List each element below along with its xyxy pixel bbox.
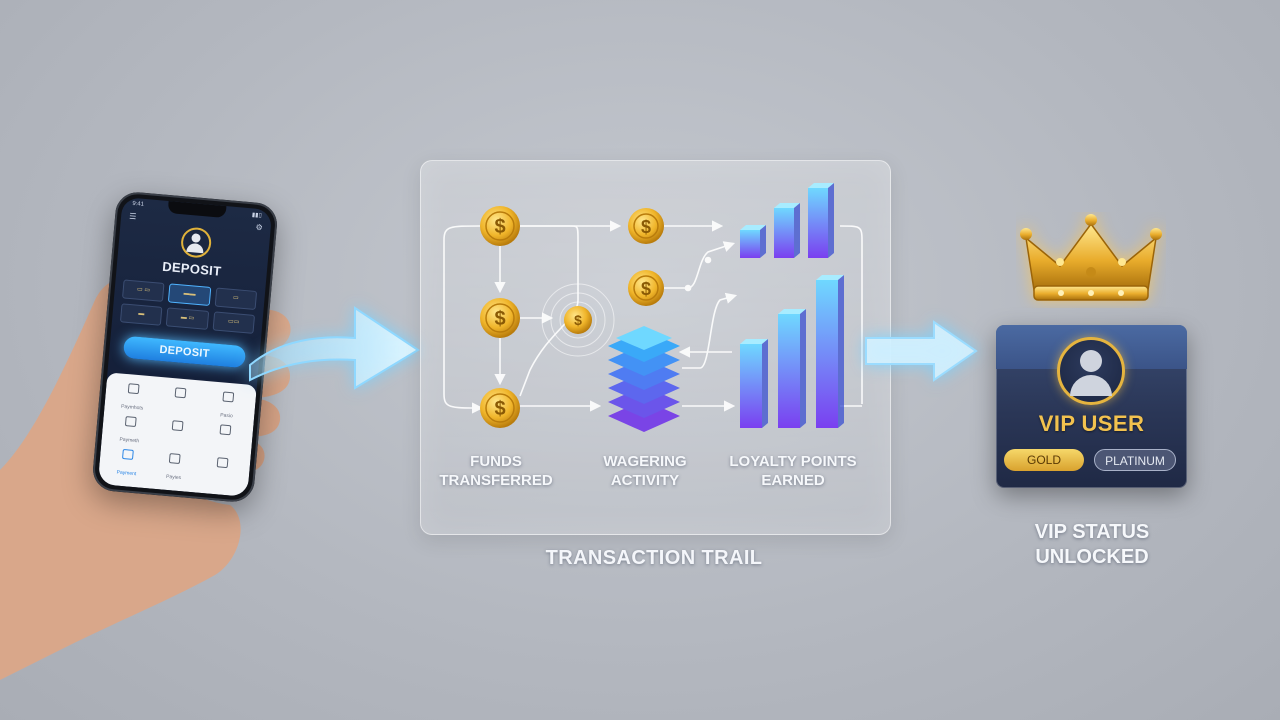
menu-item[interactable]: Paymeth	[105, 412, 155, 449]
coin-wagering-top: $	[628, 208, 664, 244]
arrow-to-vip	[865, 320, 978, 382]
loyalty-bar-small-side	[794, 203, 800, 258]
svg-text:$: $	[641, 217, 651, 237]
home-icon	[122, 448, 134, 460]
wagering-activity-label: WAGERING ACTIVITY	[603, 453, 687, 489]
gift-icon	[169, 453, 182, 465]
arrow-to-trail	[249, 306, 420, 390]
loyalty-bar-large-top	[778, 309, 806, 314]
settings-icon[interactable]: ⚙	[255, 222, 264, 233]
coin-funds-middle: $	[480, 298, 520, 338]
flow-diagram: $ $ $ $ $ $	[443, 183, 863, 432]
menu-icon[interactable]: ☰	[128, 211, 137, 222]
payment-tile[interactable]: ▬ ▭	[166, 307, 209, 330]
loyalty-bar-large	[816, 280, 838, 428]
bank-icon	[172, 420, 185, 432]
loyalty-bar-large-top	[816, 275, 844, 280]
menu-item[interactable]: Paymhots	[108, 379, 158, 416]
deposit-button[interactable]: DEPOSIT	[122, 335, 247, 369]
wagering-stack-icon	[608, 326, 680, 432]
pulse-rings	[541, 283, 615, 357]
battery-icon: ▮▮▯	[251, 212, 262, 220]
vip-user-card: VIP USER GOLD PLATINUM	[996, 325, 1187, 488]
phone-notch	[167, 201, 227, 219]
receipt-icon	[222, 391, 235, 403]
menu-item[interactable]	[152, 416, 202, 453]
loyalty-bars-large	[740, 275, 844, 428]
svg-text:$: $	[494, 398, 505, 420]
menu-item-active[interactable]: Payment	[102, 444, 152, 481]
card-icon	[127, 383, 140, 395]
loyalty-bar-small	[740, 230, 760, 258]
transfer-icon	[125, 416, 137, 428]
vip-avatar	[1057, 337, 1125, 405]
loyalty-bar-large-side	[800, 309, 806, 428]
history-icon	[219, 424, 232, 436]
loyalty-bar-large	[740, 344, 762, 428]
transaction-trail-title: TRANSACTION TRAIL	[545, 547, 763, 569]
loyalty-bar-small-top	[774, 203, 800, 208]
user-avatar	[179, 226, 213, 259]
loyalty-bar-small	[808, 188, 828, 258]
menu-item[interactable]	[200, 420, 250, 457]
svg-text:$: $	[574, 312, 582, 328]
payment-method-grid: ▭ ▭ ▬▬ ▭ ▬ ▬ ▭ ▭▭	[119, 279, 258, 334]
loyalty-bar-large-top	[740, 339, 768, 344]
crown-icon	[1020, 214, 1162, 301]
menu-item[interactable]	[155, 383, 205, 420]
loyalty-bar-small-top	[740, 225, 766, 230]
vip-status-unlocked: VIP STATUS UNLOCKED	[1034, 521, 1150, 568]
vip-user-name: VIP USER	[1038, 411, 1145, 436]
loyalty-bar-small-side	[760, 225, 766, 258]
profile-icon	[216, 457, 229, 469]
loyalty-bar-small-top	[808, 183, 834, 188]
coin-center: $	[564, 306, 592, 334]
loyalty-bar-large-side	[762, 339, 768, 428]
loyalty-bar-small	[774, 208, 794, 258]
coin-funds-bottom: $	[480, 388, 520, 428]
payment-tile-selected[interactable]: ▬▬	[168, 283, 211, 306]
loyalty-bars-small	[740, 183, 834, 258]
status-time: 9:41	[132, 200, 145, 208]
loyalty-bar-large	[778, 314, 800, 428]
flow-connectors	[443, 220, 863, 414]
menu-item[interactable]	[197, 453, 247, 490]
tier-platinum-badge[interactable]: PLATINUM	[1094, 449, 1176, 471]
payment-tile[interactable]: ▬	[119, 303, 163, 326]
menu-item[interactable]: Payies	[149, 449, 199, 486]
coin-funds-top: $	[480, 206, 520, 246]
deposit-title: DEPOSIT	[161, 258, 222, 279]
svg-text:$: $	[494, 216, 505, 238]
coin-wagering-middle: $	[628, 270, 664, 306]
loyalty-bar-small-side	[828, 183, 834, 258]
loyalty-points-label: LOYALTY POINTS EARNED	[729, 453, 857, 489]
payment-menu: Paymhots Pasio Paymeth Payment Payies	[97, 372, 257, 497]
loyalty-bar-large-side	[838, 275, 844, 428]
wallet-icon	[175, 387, 187, 399]
payment-tile[interactable]: ▭ ▭	[122, 279, 165, 302]
svg-text:$: $	[494, 308, 505, 330]
svg-text:$: $	[641, 279, 651, 299]
funds-transferred-label: FUNDS TRANSFERRED	[439, 453, 553, 489]
tier-gold-badge[interactable]: GOLD	[1004, 449, 1084, 471]
